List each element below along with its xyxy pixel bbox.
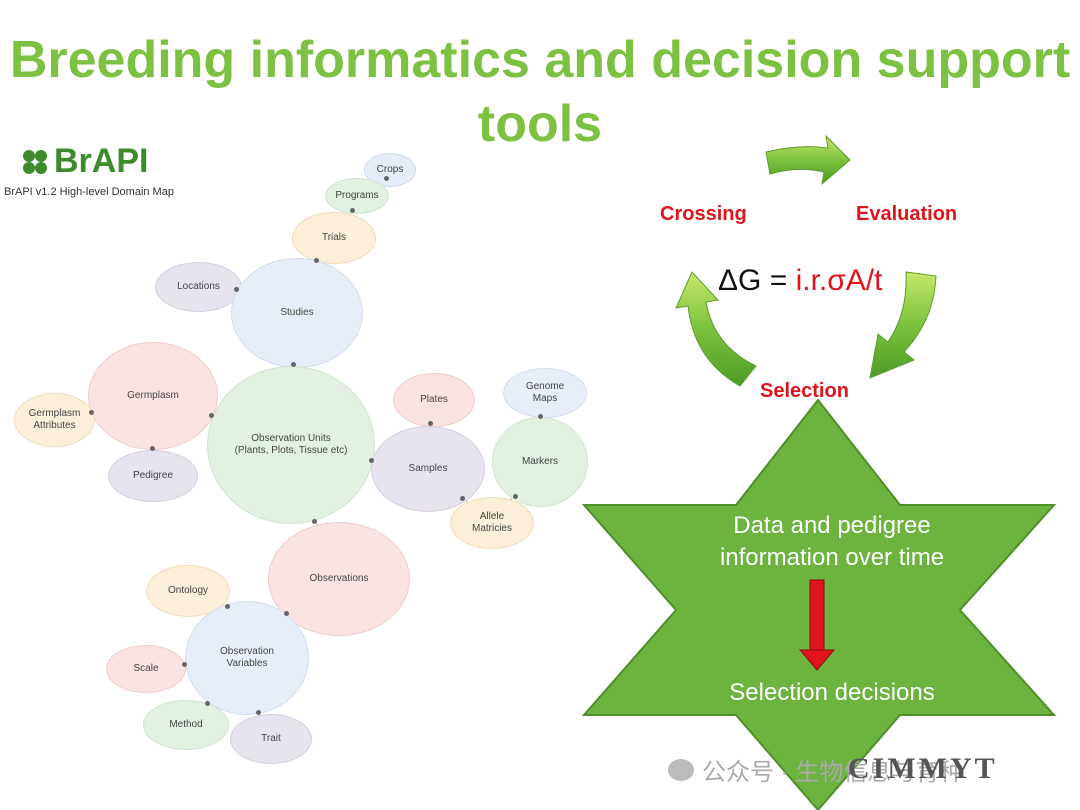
star-bottom-text: Selection decisions — [729, 679, 935, 706]
slide-title: Breeding informatics and decision suppor… — [9, 31, 1071, 153]
watermark-text: 公众号 · 生物信息与育种 — [702, 759, 964, 786]
clover-icon — [23, 149, 47, 174]
connector-dot — [428, 421, 433, 426]
connector-dot — [314, 258, 319, 263]
brapi-subtitle: BrAPI v1.2 High-level Domain Map — [4, 186, 174, 198]
formula-prefix: ΔG = — [718, 264, 796, 297]
connector-dot — [460, 496, 465, 501]
node-studies: Studies — [231, 258, 363, 368]
connector-dot — [209, 413, 214, 418]
node-locations: Locations — [155, 262, 242, 312]
arrow-selection-to-crossing — [675, 271, 757, 387]
connector-dot — [350, 208, 355, 213]
connector-dot — [538, 414, 543, 419]
brapi-logo: BrAPI — [20, 142, 148, 181]
cimmyt-logo: CIMMYT — [848, 752, 998, 785]
connector-dot — [384, 176, 389, 181]
connector-dot — [182, 662, 187, 667]
wechat-icon — [668, 758, 694, 781]
down-arrow-head — [798, 649, 836, 671]
label-selection: Selection — [760, 380, 849, 402]
node-allele-matricies: Allele Matricies — [450, 497, 534, 549]
connector-dot — [256, 710, 261, 715]
node-observations: Observations — [268, 522, 410, 636]
connector-dot — [369, 458, 374, 463]
node-germplasm-attributes: Germplasm Attributes — [14, 393, 95, 447]
connector-dot — [234, 287, 239, 292]
label-evaluation: Evaluation — [856, 203, 958, 225]
connector-dot — [150, 446, 155, 451]
node-trials: Trials — [292, 212, 376, 264]
connector-dot — [312, 519, 317, 524]
label-crossing: Crossing — [660, 203, 747, 225]
connector-dot — [89, 410, 94, 415]
arrow-evaluation-to-selection — [869, 271, 937, 379]
node-scale: Scale — [106, 645, 186, 693]
node-samples: Samples — [371, 426, 485, 512]
connector-dot — [225, 604, 230, 609]
connector-dot — [291, 362, 296, 367]
node-germplasm: Germplasm — [88, 342, 218, 450]
node-method: Method — [143, 700, 229, 750]
formula-terms: i.r.σA/t — [795, 264, 883, 297]
node-trait: Trait — [230, 714, 312, 764]
node-programs: Programs — [325, 178, 389, 214]
watermark: 公众号 · 生物信息与育种 — [668, 752, 963, 787]
connector-dot — [513, 494, 518, 499]
star-top-text: Data and pedigree information over time — [719, 512, 945, 571]
node-observation-units: Observation Units (Plants, Plots, Tissue… — [207, 366, 375, 524]
brapi-logo-text: BrAPI — [54, 142, 149, 180]
node-markers: Markers — [492, 417, 588, 507]
down-arrow-shaft — [809, 579, 825, 653]
genetic-gain-formula: ΔG = i.r.σA/t — [718, 264, 882, 298]
node-observation-variables: Observation Variables — [185, 601, 309, 715]
connector-dot — [205, 701, 210, 706]
connector-dot — [284, 611, 289, 616]
arrow-crossing-to-evaluation — [765, 134, 851, 186]
